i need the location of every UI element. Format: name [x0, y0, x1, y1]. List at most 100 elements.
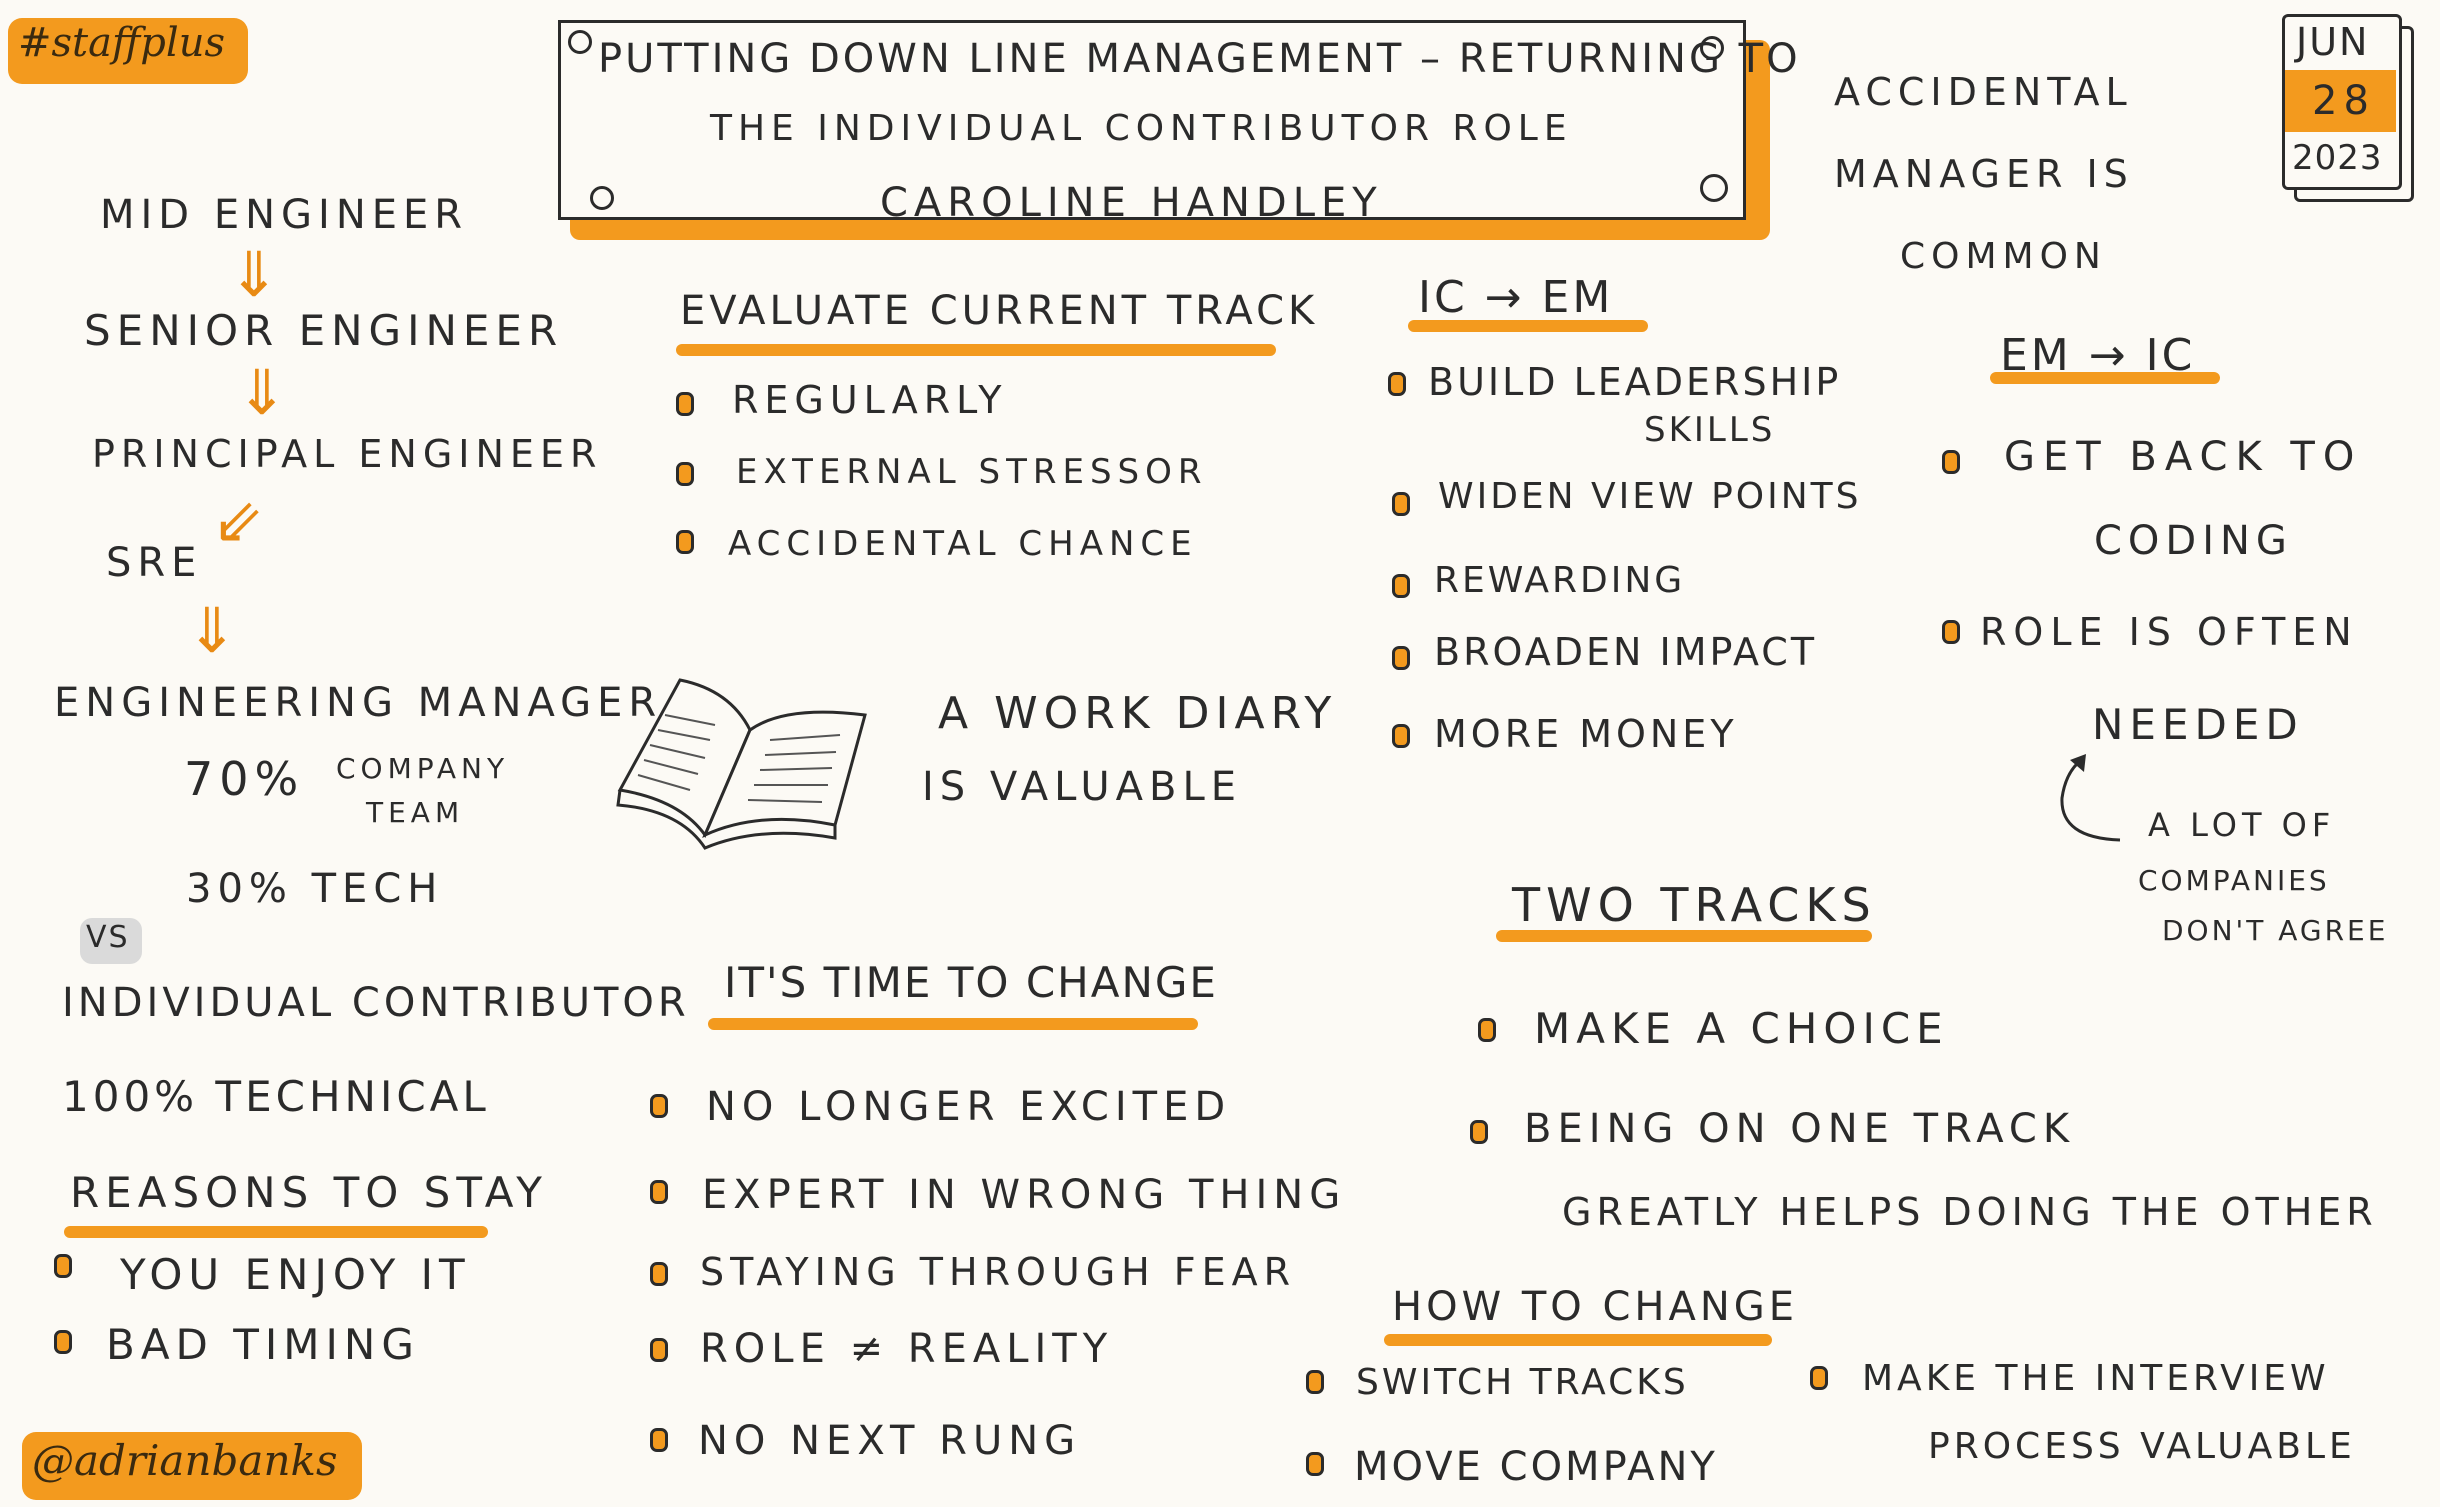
- em-to-ic-item: GET BACK TO: [2004, 434, 2363, 480]
- career-step-senior: SENIOR ENGINEER: [84, 306, 564, 355]
- accidental-line-2: MANAGER IS: [1834, 152, 2134, 196]
- time-item: STAYING THROUGH FEAR: [700, 1250, 1297, 1294]
- how-item: MOVE COMPANY: [1354, 1444, 1718, 1490]
- career-step-sre: SRE: [106, 540, 203, 586]
- staffplus-tag: #staffplus: [18, 20, 225, 66]
- reasons-to-stay-underline: [64, 1226, 488, 1238]
- title-box: [558, 20, 1746, 220]
- speaker-name: CAROLINE HANDLEY: [880, 180, 1383, 226]
- how-item: MAKE THE INTERVIEW: [1862, 1358, 2330, 1399]
- ic-to-em-item: BUILD LEADERSHIP: [1428, 360, 1842, 404]
- reasons-to-stay-heading: REASONS TO STAY: [70, 1168, 548, 1217]
- bullet-icon: [650, 1262, 668, 1286]
- ic-to-em-item: SKILLS: [1644, 410, 1776, 450]
- em-tech-split: 30% TECH: [186, 866, 444, 912]
- time-item: NO NEXT RUNG: [698, 1418, 1082, 1464]
- bullet-icon: [1388, 372, 1406, 396]
- em-team-label: TEAM: [366, 796, 465, 829]
- two-tracks-item: GREATLY HELPS DOING THE OTHER: [1562, 1190, 2378, 1234]
- ic-label: INDIVIDUAL CONTRIBUTOR: [62, 980, 690, 1026]
- em-to-ic-item: CODING: [2094, 518, 2293, 564]
- evaluate-item: EXTERNAL STRESSOR: [736, 452, 1208, 492]
- how-to-change-heading: HOW TO CHANGE: [1392, 1284, 1799, 1330]
- bullet-icon: [1470, 1120, 1488, 1144]
- career-step-em: ENGINEERING MANAGER: [54, 680, 663, 726]
- evaluate-underline: [676, 344, 1276, 356]
- bullet-icon: [1306, 1370, 1324, 1394]
- reasons-item: BAD TIMING: [106, 1320, 420, 1369]
- ic-to-em-item: MORE MONEY: [1434, 712, 1738, 756]
- evaluate-item: ACCIDENTAL CHANCE: [728, 524, 1198, 564]
- author-tag-highlight: [22, 1432, 362, 1500]
- how-to-change-underline: [1384, 1334, 1772, 1346]
- em-to-ic-note: A LOT OF: [2148, 806, 2336, 844]
- bullet-icon: [650, 1094, 668, 1118]
- accidental-line-3: COMMON: [1900, 236, 2107, 277]
- time-item: ROLE ≠ REALITY: [700, 1326, 1114, 1372]
- evaluate-item: REGULARLY: [732, 378, 1008, 422]
- date-year: 2023: [2292, 138, 2383, 178]
- time-to-change-heading: IT'S TIME TO CHANGE: [724, 958, 1218, 1007]
- ic-to-em-item: WIDEN VIEW POINTS: [1438, 476, 1862, 517]
- career-step-mid: MID ENGINEER: [100, 192, 469, 238]
- date-day-highlight: [2285, 70, 2396, 132]
- down-arrow-icon: ⇓: [228, 238, 280, 311]
- time-to-change-underline: [708, 1018, 1198, 1030]
- down-left-arrow-icon: ⇙: [212, 484, 264, 557]
- screw-icon: [590, 186, 614, 210]
- reasons-item: YOU ENJOY IT: [120, 1250, 471, 1299]
- two-tracks-heading: TWO TRACKS: [1512, 878, 1877, 932]
- bullet-icon: [676, 392, 694, 416]
- bullet-icon: [676, 530, 694, 554]
- ic-to-em-item: REWARDING: [1434, 560, 1686, 601]
- ic-split: 100% TECHNICAL: [62, 1072, 490, 1121]
- curved-up-arrow-icon: [2060, 754, 2121, 842]
- how-item: PROCESS VALUABLE: [1928, 1426, 2356, 1467]
- title-line-2: THE INDIVIDUAL CONTRIBUTOR ROLE: [710, 108, 1573, 149]
- down-arrow-icon: ⇓: [186, 594, 238, 667]
- em-to-ic-underline: [1990, 372, 2220, 384]
- bullet-icon: [650, 1338, 668, 1362]
- bullet-icon: [54, 1254, 72, 1278]
- diary-line-1: A WORK DIARY: [938, 688, 1338, 739]
- bullet-icon: [1478, 1018, 1496, 1042]
- title-line-1: PUTTING DOWN LINE MANAGEMENT – RETURNING…: [598, 36, 1801, 82]
- two-tracks-underline: [1496, 930, 1872, 942]
- two-tracks-item: MAKE A CHOICE: [1534, 1004, 1949, 1053]
- vs-highlight: [80, 918, 142, 964]
- how-item: SWITCH TRACKS: [1356, 1362, 1689, 1403]
- two-tracks-item: BEING ON ONE TRACK: [1524, 1106, 2076, 1152]
- em-company-pct: 70%: [184, 752, 305, 806]
- bullet-icon: [1306, 1452, 1324, 1476]
- bullet-icon: [1392, 646, 1410, 670]
- em-to-ic-note: DON'T AGREE: [2162, 914, 2389, 947]
- date-day: 28: [2312, 78, 2375, 124]
- ic-to-em-item: BROADEN IMPACT: [1434, 630, 1818, 674]
- accidental-line-1: ACCIDENTAL: [1834, 70, 2133, 114]
- bullet-icon: [1942, 620, 1960, 644]
- em-company-label: COMPANY: [336, 752, 510, 785]
- date-month: JUN: [2296, 20, 2370, 64]
- ic-to-em-heading: IC → EM: [1418, 272, 1614, 323]
- em-to-ic-item: NEEDED: [2092, 700, 2304, 749]
- bullet-icon: [676, 462, 694, 486]
- bullet-icon: [1392, 492, 1410, 516]
- career-step-principal: PRINCIPAL ENGINEER: [92, 432, 603, 476]
- screw-icon: [1700, 36, 1724, 60]
- ic-to-em-underline: [1408, 320, 1648, 332]
- bullet-icon: [1392, 724, 1410, 748]
- time-item: EXPERT IN WRONG THING: [702, 1172, 1347, 1218]
- em-to-ic-item: ROLE IS OFTEN: [1980, 610, 2359, 654]
- time-item: NO LONGER EXCITED: [706, 1084, 1232, 1130]
- staffplus-tag-highlight: [8, 18, 248, 84]
- screw-icon: [1700, 174, 1728, 202]
- vs-label: VS: [86, 920, 130, 955]
- bullet-icon: [1942, 450, 1960, 474]
- em-to-ic-note: COMPANIES: [2138, 864, 2330, 897]
- bullet-icon: [1810, 1366, 1828, 1390]
- bullet-icon: [650, 1428, 668, 1452]
- screw-icon: [568, 30, 592, 54]
- down-arrow-icon: ⇓: [236, 356, 288, 429]
- evaluate-heading: EVALUATE CURRENT TRACK: [680, 288, 1319, 334]
- bullet-icon: [650, 1180, 668, 1204]
